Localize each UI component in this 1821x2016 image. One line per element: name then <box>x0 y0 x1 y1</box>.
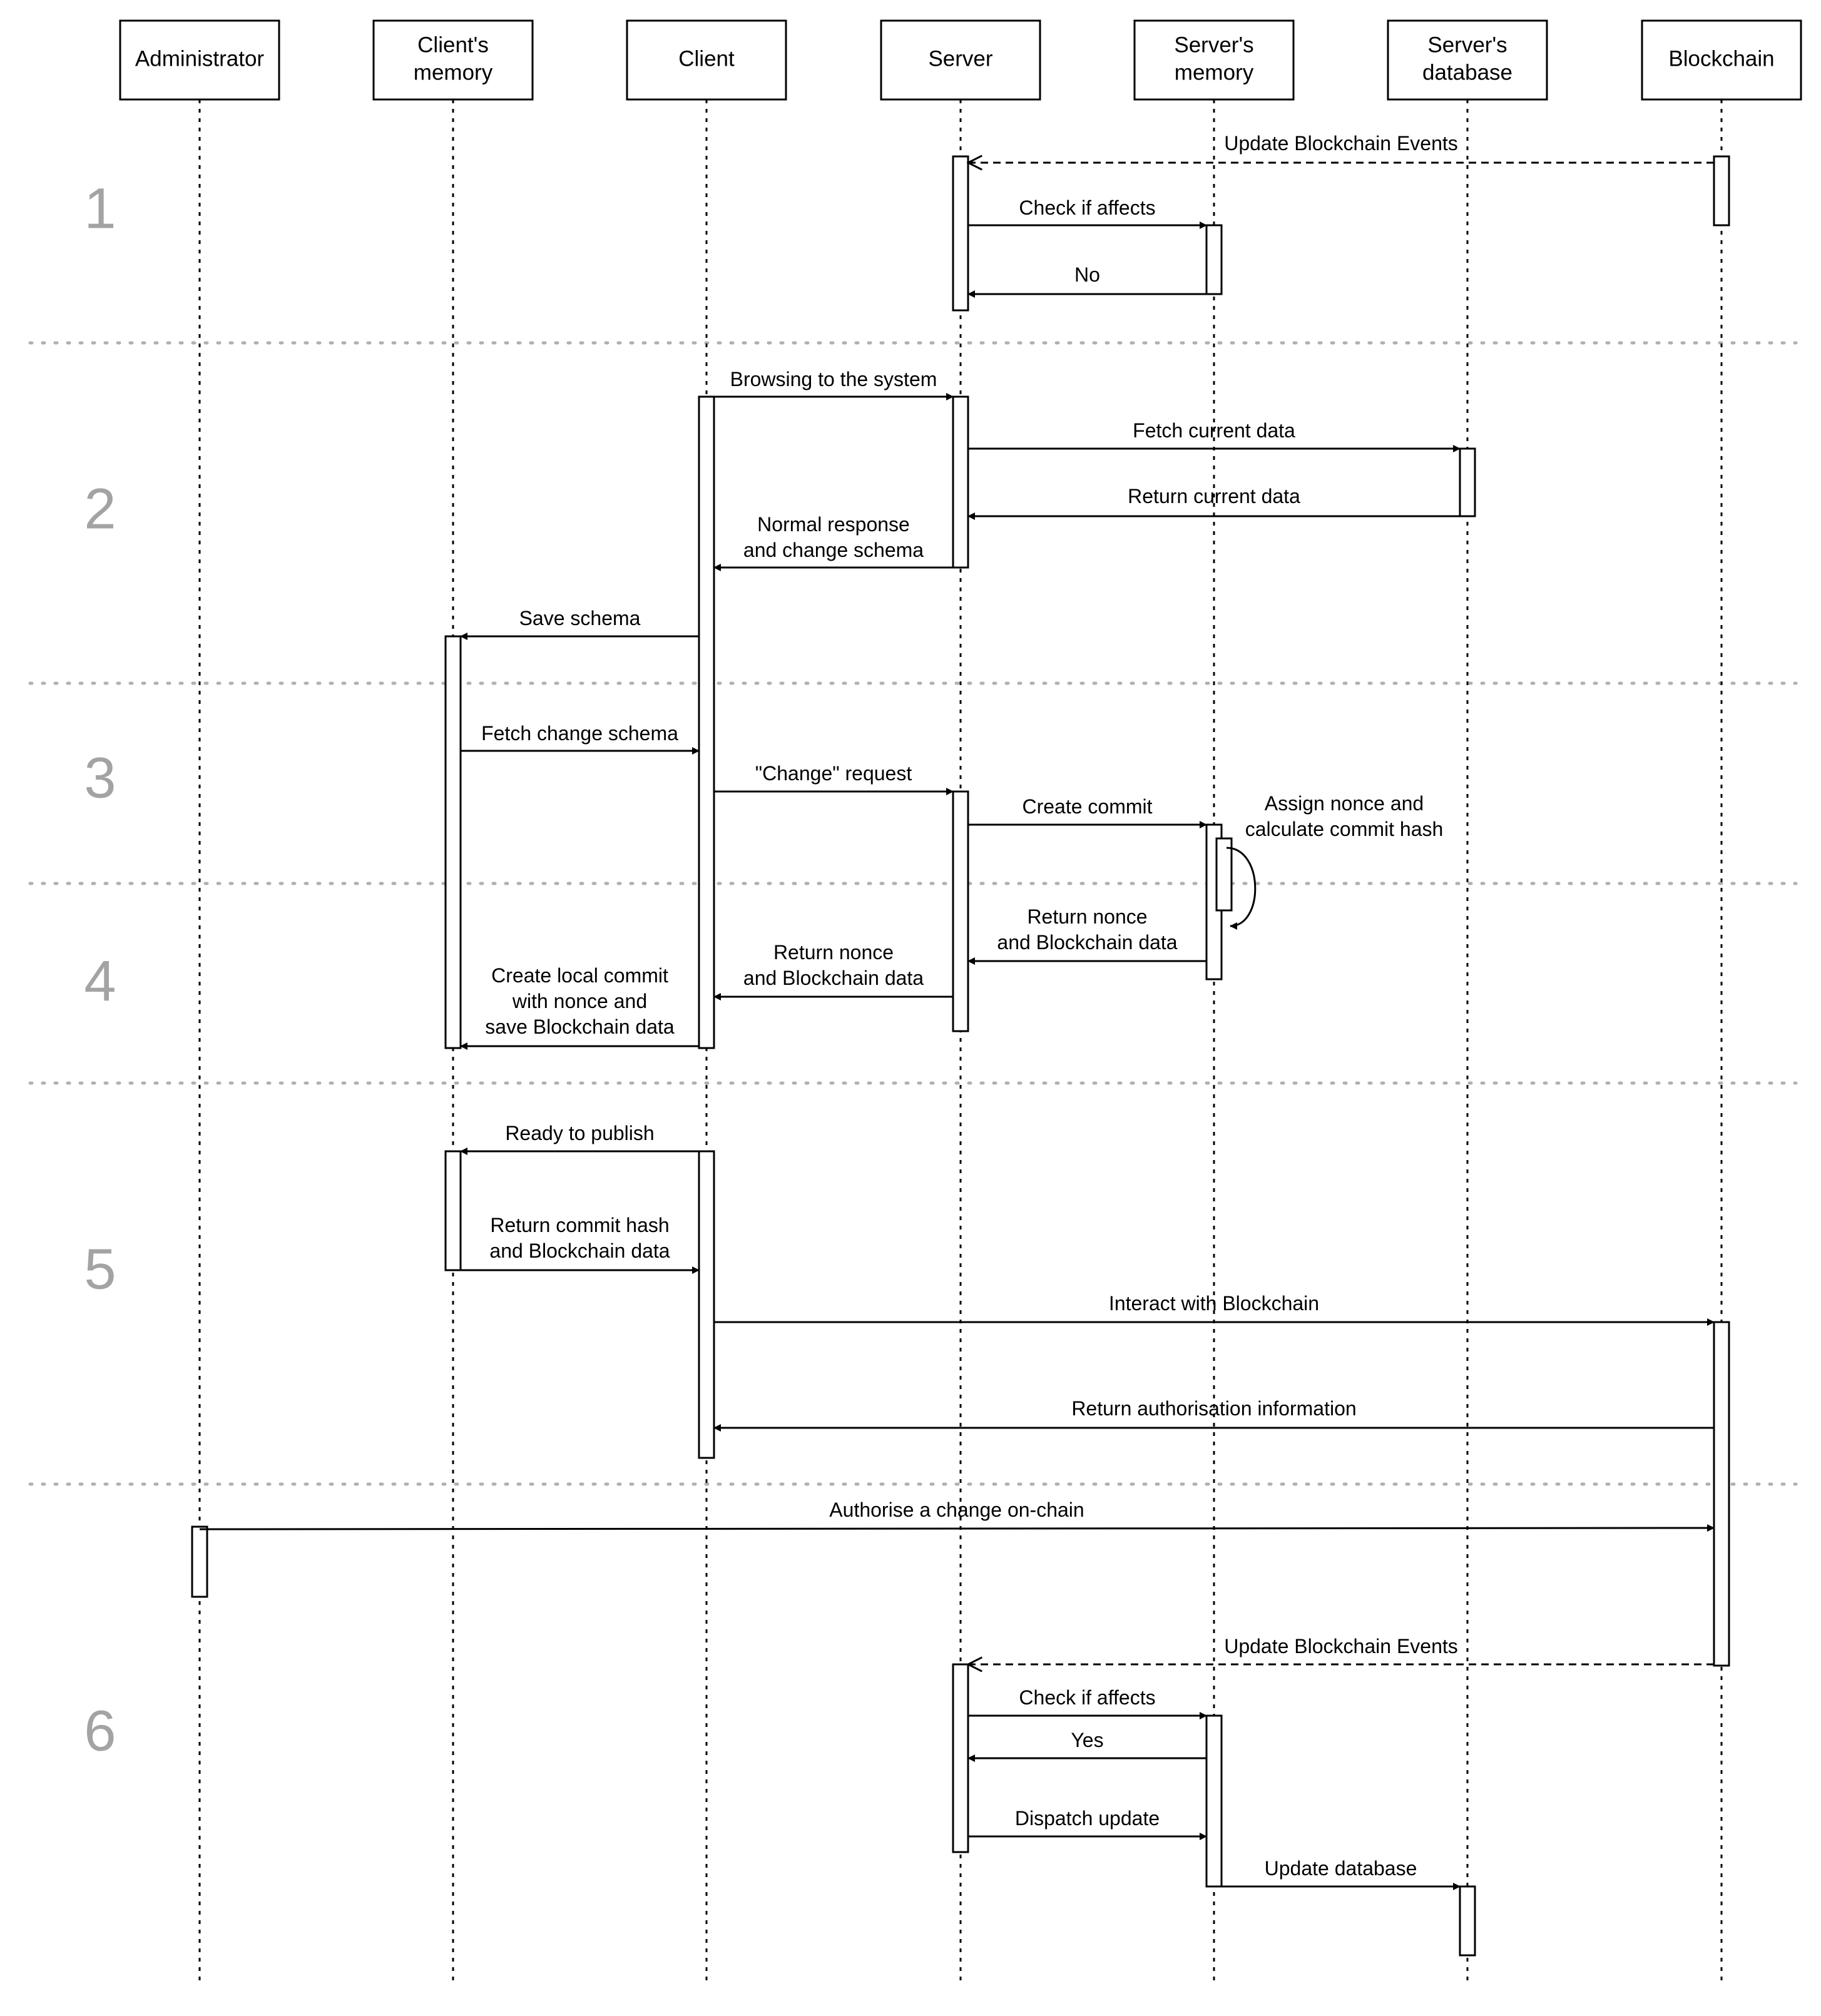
activation-bar-smem <box>1205 1714 1223 1888</box>
self-message-arrow <box>1226 847 1257 930</box>
participant-chain: Blockchain <box>1641 19 1802 101</box>
participant-box <box>1387 19 1548 101</box>
activation-bar-chain <box>1713 155 1730 227</box>
activation-bar-client <box>698 1150 715 1459</box>
activation-bar-server <box>952 790 969 1032</box>
participant-label: Administrator <box>135 46 265 71</box>
participant-label: memory <box>1175 60 1254 84</box>
message-label: Update Blockchain Events <box>1224 1635 1458 1657</box>
message-label: Normal response <box>757 513 910 536</box>
participant-box <box>880 19 1041 101</box>
section-number: 6 <box>84 1699 116 1763</box>
activation-bar-server <box>952 1663 969 1853</box>
participant-label: Server's <box>1174 33 1253 57</box>
section-number: 1 <box>84 176 116 240</box>
activation-bar-server <box>952 155 969 312</box>
participant-client: Client <box>626 19 787 101</box>
participant-label: database <box>1422 60 1512 84</box>
message-label: Save schema <box>519 607 641 629</box>
participant-label: Server <box>928 46 992 71</box>
message-label: Yes <box>1071 1729 1103 1751</box>
message-label: Return authorisation information <box>1071 1397 1356 1420</box>
message-label: and change schema <box>743 539 924 561</box>
activation-bar-smem <box>1205 224 1223 295</box>
message-label: No <box>1074 263 1100 286</box>
participant-cmem: Client's memory <box>372 19 534 101</box>
activation-bar-smem <box>1215 837 1233 912</box>
section-number: 2 <box>84 477 116 541</box>
message-label: Ready to publish <box>505 1122 654 1144</box>
message-label: Fetch current data <box>1133 419 1295 442</box>
message-label: Interact with Blockchain <box>1109 1292 1319 1315</box>
participant-label: memory <box>414 60 493 84</box>
participant-label: Client's <box>417 33 489 57</box>
participant-box <box>119 19 280 101</box>
section-number: 5 <box>84 1237 116 1301</box>
message-label: Return current data <box>1128 485 1300 507</box>
message-label: Return nonce <box>773 941 894 964</box>
message-label: Check if affects <box>1019 1686 1155 1709</box>
activation-bar-client <box>698 395 715 1049</box>
participant-admin: Administrator <box>119 19 280 101</box>
message-label: and Blockchain data <box>997 931 1177 954</box>
participant-label: Client <box>678 46 735 71</box>
participant-box <box>1133 19 1295 101</box>
activation-bar-server <box>952 395 969 569</box>
participant-smem: Server's memory <box>1133 19 1295 101</box>
section-number: 4 <box>84 949 116 1013</box>
message-label: Update Blockchain Events <box>1224 132 1458 155</box>
message-label: and Blockchain data <box>489 1240 670 1262</box>
activation-bar-admin <box>191 1525 208 1598</box>
message-label: Check if affects <box>1019 196 1155 219</box>
message-label: Create local commit <box>491 964 668 987</box>
participant-sdb: Server's database <box>1387 19 1548 101</box>
message-label: Fetch change schema <box>481 722 678 745</box>
activation-bar-sdb <box>1459 447 1476 517</box>
activation-bar-cmem <box>444 1150 462 1271</box>
participant-box <box>1641 19 1802 101</box>
activation-bar-cmem <box>444 635 462 1049</box>
section-number: 3 <box>84 746 116 810</box>
message-arrow-authorise-a-change-on-chain <box>199 1524 1715 1532</box>
participant-box <box>626 19 787 101</box>
participant-server: Server <box>880 19 1041 101</box>
message-label: with nonce and <box>512 990 647 1012</box>
participant-label: Blockchain <box>1668 46 1774 71</box>
message-label: Authorise a change on-chain <box>829 1499 1084 1521</box>
message-label: Create commit <box>1022 795 1152 818</box>
message-label: "Change" request <box>755 762 912 785</box>
message-label: Browsing to the system <box>730 368 937 390</box>
participant-box <box>372 19 534 101</box>
message-label: Return nonce <box>1027 905 1147 928</box>
message-label: save Blockchain data <box>485 1016 675 1038</box>
message-label: Update database <box>1265 1857 1417 1880</box>
message-label: calculate commit hash <box>1245 818 1444 840</box>
message-label: Return commit hash <box>490 1214 669 1236</box>
activation-bar-sdb <box>1459 1885 1476 1957</box>
message-label: Dispatch update <box>1015 1807 1160 1830</box>
message-label: Assign nonce and <box>1265 792 1424 815</box>
activation-bar-chain <box>1713 1321 1730 1667</box>
message-label: and Blockchain data <box>743 967 924 989</box>
participant-label: Server's <box>1427 33 1507 57</box>
